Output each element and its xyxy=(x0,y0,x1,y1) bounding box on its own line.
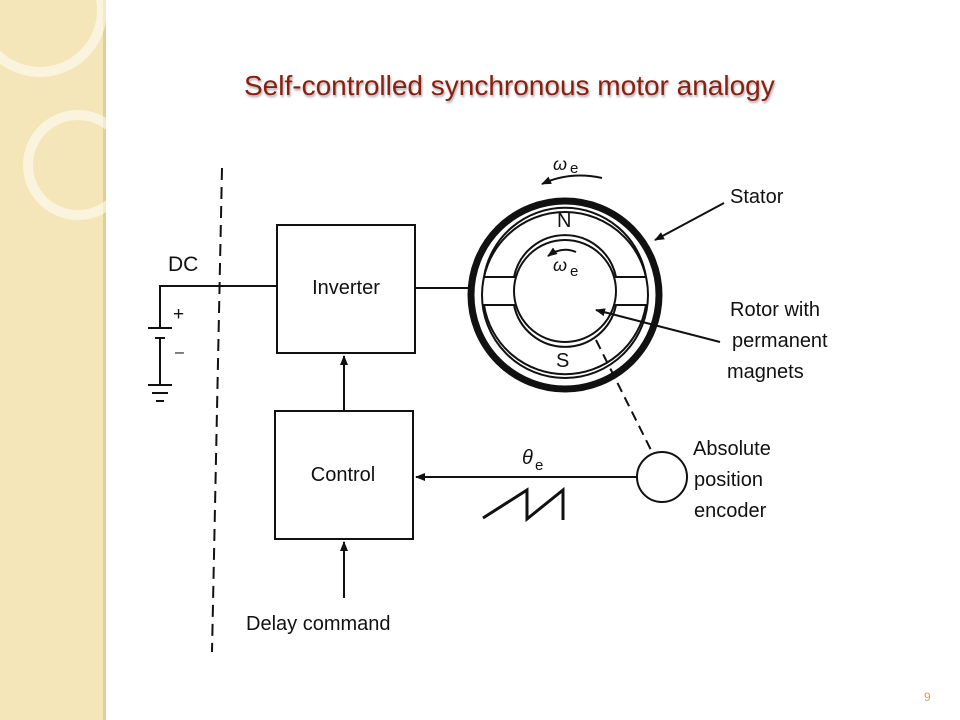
dc-battery-symbol xyxy=(148,285,277,402)
dashed-separator-line xyxy=(211,167,223,653)
encoder-label-line-2: position xyxy=(694,469,763,491)
rotor-label-line-2: permanent xyxy=(732,330,828,352)
theta-symbol: θ xyxy=(522,447,533,469)
inverter-label: Inverter xyxy=(312,277,380,299)
rotor-label-line-3: magnets xyxy=(727,361,804,383)
motor-stator xyxy=(467,197,663,393)
south-pole-shoe xyxy=(482,304,648,376)
encoder-shaft-dashed-line xyxy=(595,339,653,453)
rotor-label-line-1: Rotor with xyxy=(730,299,820,321)
stator-omega-subscript: e xyxy=(570,160,578,177)
theta-subscript: e xyxy=(535,457,543,474)
side-band-edge xyxy=(103,0,106,720)
encoder-label-line-1: Absolute xyxy=(693,438,771,460)
stator-omega-symbol: ω xyxy=(553,154,567,174)
rotor-label: Rotor with permanent magnets xyxy=(727,299,833,383)
battery-minus-sign: – xyxy=(175,344,184,361)
delay-command-label: Delay command xyxy=(246,613,391,635)
rotor-omega-symbol: ω xyxy=(553,255,567,275)
rotor-rotation-arrow xyxy=(547,247,577,257)
stator-label: Stator xyxy=(730,186,784,208)
encoder-label: Absolute position encoder xyxy=(693,438,776,522)
decorative-circles xyxy=(0,0,133,220)
dc-label: DC xyxy=(168,253,198,276)
rotor-pointer-arrow xyxy=(595,308,721,343)
rotor-omega-subscript: e xyxy=(570,263,578,280)
north-pole-label: N xyxy=(557,210,571,232)
slide-title: Self-controlled synchronous motor analog… xyxy=(244,70,775,101)
stator-pointer-arrow xyxy=(654,202,725,241)
position-encoder xyxy=(636,451,688,503)
control-label: Control xyxy=(311,464,375,486)
encoder-label-line-3: encoder xyxy=(694,500,767,522)
sawtooth-waveform xyxy=(482,486,565,523)
stator-rotation-arrow xyxy=(541,174,603,185)
battery-plus-sign: + xyxy=(173,304,184,325)
page-number: 9 xyxy=(924,690,931,704)
north-pole-shoe xyxy=(482,206,648,278)
rotor-circle xyxy=(513,239,617,343)
south-pole-label: S xyxy=(556,350,569,372)
